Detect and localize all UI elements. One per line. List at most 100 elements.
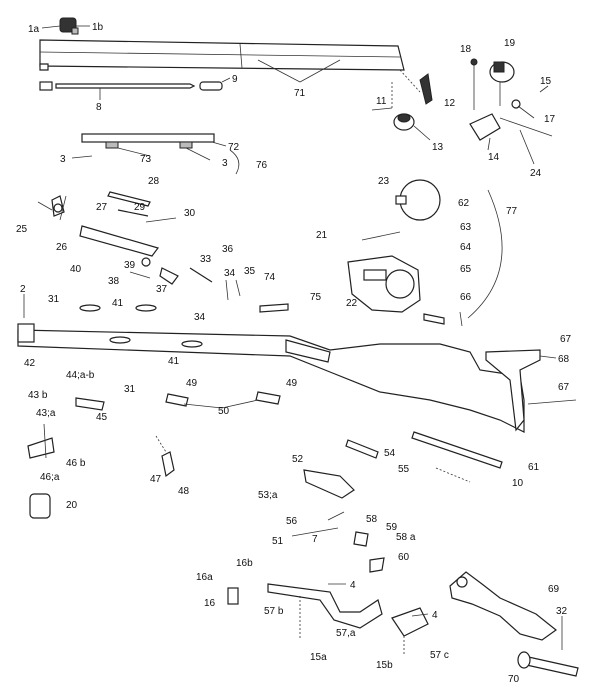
label-34a: 34 [224, 268, 236, 279]
label-64: 64 [460, 242, 472, 253]
label-29: 29 [134, 202, 146, 213]
label-43b: 43 b [28, 390, 48, 401]
label-47: 47 [150, 474, 162, 485]
label-1a: 1a [28, 24, 40, 35]
label-67a: 67 [560, 334, 572, 345]
ramrod-pipe [517, 651, 579, 677]
label-36: 36 [222, 244, 234, 255]
ramrod [39, 81, 223, 91]
label-16: 16 [204, 598, 216, 609]
label-7: 7 [312, 534, 318, 545]
label-59: 59 [386, 522, 398, 533]
label-41b: 41 [168, 356, 180, 367]
label-63: 63 [460, 222, 472, 233]
label-4a: 4 [350, 580, 356, 591]
nipple [393, 113, 415, 131]
label-50: 50 [218, 406, 230, 417]
label-71: 71 [294, 88, 306, 99]
label-43a: 43;a [36, 408, 56, 419]
label-60: 60 [398, 552, 410, 563]
label-61: 61 [528, 462, 540, 473]
label-28: 28 [148, 176, 160, 187]
label-54: 54 [384, 448, 396, 459]
label-10: 10 [512, 478, 524, 489]
label-35: 35 [244, 266, 256, 277]
label-57a: 57,a [336, 628, 356, 639]
label-15b: 15b [376, 660, 393, 671]
label-21: 21 [316, 230, 328, 241]
label-55: 55 [398, 464, 410, 475]
label-38: 38 [108, 276, 120, 287]
label-58: 58 [366, 514, 378, 525]
label-72: 72 [228, 142, 240, 153]
label-77: 77 [506, 206, 518, 217]
label-12: 12 [444, 98, 456, 109]
label-56: 56 [286, 516, 298, 527]
label-49a: 49 [186, 378, 198, 389]
label-8: 8 [96, 102, 102, 113]
label-20: 20 [66, 500, 78, 511]
label-58a: 58 a [396, 532, 416, 543]
label-45: 45 [96, 412, 108, 423]
label-17: 17 [544, 114, 556, 125]
label-14: 14 [488, 152, 500, 163]
label-16b: 16b [236, 558, 253, 569]
label-37: 37 [156, 284, 168, 295]
label-4b: 4 [432, 610, 438, 621]
label-19: 19 [504, 38, 516, 49]
label-57b: 57 b [264, 606, 284, 617]
label-1b: 1b [92, 22, 104, 33]
label-76: 76 [256, 160, 268, 171]
label-74: 74 [264, 272, 276, 283]
label-15: 15 [540, 76, 552, 87]
label-62: 62 [458, 198, 470, 209]
label-22: 22 [346, 298, 358, 309]
label-31b: 31 [124, 384, 136, 395]
hammer-set [469, 58, 553, 141]
callout-labels: 1a 1b 9 8 71 18 19 15 11 12 17 13 14 24 … [16, 22, 572, 685]
label-11: 11 [376, 96, 387, 107]
label-48: 48 [178, 486, 190, 497]
label-46a: 46;a [40, 472, 60, 483]
label-65: 65 [460, 264, 472, 275]
label-46b: 46 b [66, 458, 86, 469]
lock-plate [347, 255, 421, 313]
label-70: 70 [508, 674, 520, 685]
label-53: 53;a [258, 490, 278, 501]
label-23: 23 [378, 176, 390, 187]
label-31a: 31 [48, 294, 60, 305]
label-32: 32 [556, 606, 568, 617]
label-39: 39 [124, 260, 136, 271]
label-30: 30 [184, 208, 196, 219]
label-24: 24 [530, 168, 542, 179]
label-69: 69 [548, 584, 560, 595]
barrel [39, 39, 405, 71]
label-18: 18 [460, 44, 472, 55]
butt-plate [485, 349, 541, 432]
label-3a: 3 [60, 154, 66, 165]
label-25: 25 [16, 224, 28, 235]
label-75: 75 [310, 292, 322, 303]
label-68: 68 [558, 354, 570, 365]
label-66: 66 [460, 292, 472, 303]
label-34b: 34 [194, 312, 206, 323]
label-51: 51 [272, 536, 284, 547]
label-42: 42 [24, 358, 36, 369]
label-2: 2 [20, 284, 26, 295]
label-26: 26 [56, 242, 68, 253]
label-57c: 57 c [430, 650, 449, 661]
label-44: 44;a-b [66, 370, 95, 381]
label-15a: 15a [310, 652, 327, 663]
label-73: 73 [140, 154, 152, 165]
label-9: 9 [232, 74, 238, 85]
label-16a: 16a [196, 572, 213, 583]
label-41a: 41 [112, 298, 124, 309]
label-13: 13 [432, 142, 444, 153]
patch-box [449, 571, 557, 641]
label-3b: 3 [222, 158, 228, 169]
label-52: 52 [292, 454, 304, 465]
label-40: 40 [70, 264, 82, 275]
label-27: 27 [96, 202, 108, 213]
barrel-rib [81, 133, 215, 149]
